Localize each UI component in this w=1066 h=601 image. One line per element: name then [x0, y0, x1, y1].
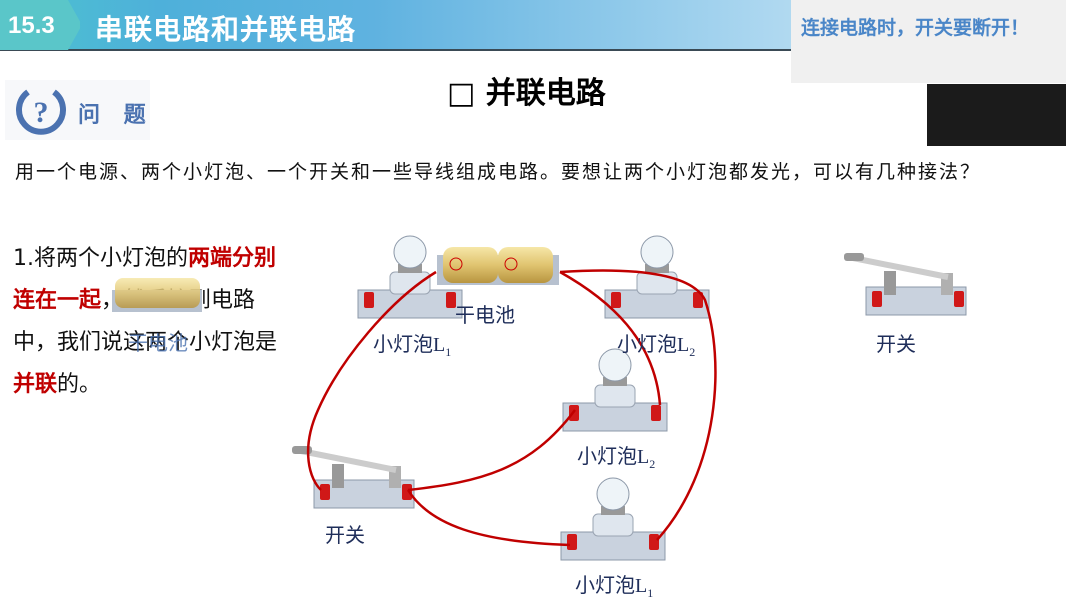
wire: [406, 489, 571, 547]
bulb-l2-top: [604, 235, 710, 319]
battery: [437, 247, 559, 285]
video-thumbnail[interactable]: [927, 84, 1066, 146]
section-tab: [0, 0, 80, 50]
text: 小灯泡L: [575, 575, 648, 597]
question-text: 用一个电源、两个小灯泡、一个开关和一些导线组成电路。要想让两个小灯泡都发光，可以…: [15, 161, 982, 183]
emphasis: 并联: [13, 372, 58, 397]
question-icon: ?: [16, 89, 66, 135]
switch-label: 开关: [876, 334, 916, 356]
question-label: 问 题: [78, 103, 154, 128]
battery-overlap-icon: [112, 278, 202, 312]
tip-box: 连接电路时，开关要断开！: [791, 0, 1066, 83]
text: 的。: [57, 372, 102, 397]
wire: [559, 270, 662, 406]
wire: [306, 270, 437, 491]
subscript: 2: [689, 345, 696, 359]
bulb-l1: [560, 477, 666, 561]
section-number: 15.3: [8, 12, 55, 39]
wire: [407, 409, 576, 492]
overlap-battery-label: 干电池: [128, 333, 188, 355]
emphasis: 两端分别连在一起: [13, 246, 277, 313]
svg-text:?: ?: [34, 96, 49, 129]
bulb-label: 小灯泡L1: [575, 569, 653, 601]
slide-title: 串联电路和并联电路: [95, 13, 357, 46]
explanation-text: 1.将两个小灯泡的两端分别连在一起，然后接到电路中，我们说这两个小灯泡是并联的。: [13, 238, 288, 406]
subscript: 1: [445, 345, 452, 359]
switch: [292, 446, 414, 508]
text: ，然后接到电路中，我们说这两个小灯泡是: [13, 288, 278, 355]
bulb-label: 小灯泡L2: [577, 440, 655, 472]
subscript: 2: [649, 457, 656, 471]
switch-label: 开关: [325, 525, 365, 547]
bulb-l2: [562, 348, 668, 432]
section-heading: □ 并联电路: [447, 76, 606, 111]
wire: [559, 269, 717, 541]
switch-standalone: [844, 253, 966, 315]
bulb-label: 小灯泡L1: [373, 328, 451, 360]
text: 小灯泡L: [617, 334, 690, 356]
subscript: 1: [647, 586, 654, 600]
bulb-label: 小灯泡L2: [617, 328, 695, 360]
text: 1.将两个小灯泡的: [13, 246, 188, 271]
question-badge: ?: [5, 80, 150, 140]
battery-label: 干电池: [455, 305, 515, 327]
text: 小灯泡L: [577, 446, 650, 468]
wires: [306, 269, 717, 547]
text: 小灯泡L: [373, 334, 446, 356]
